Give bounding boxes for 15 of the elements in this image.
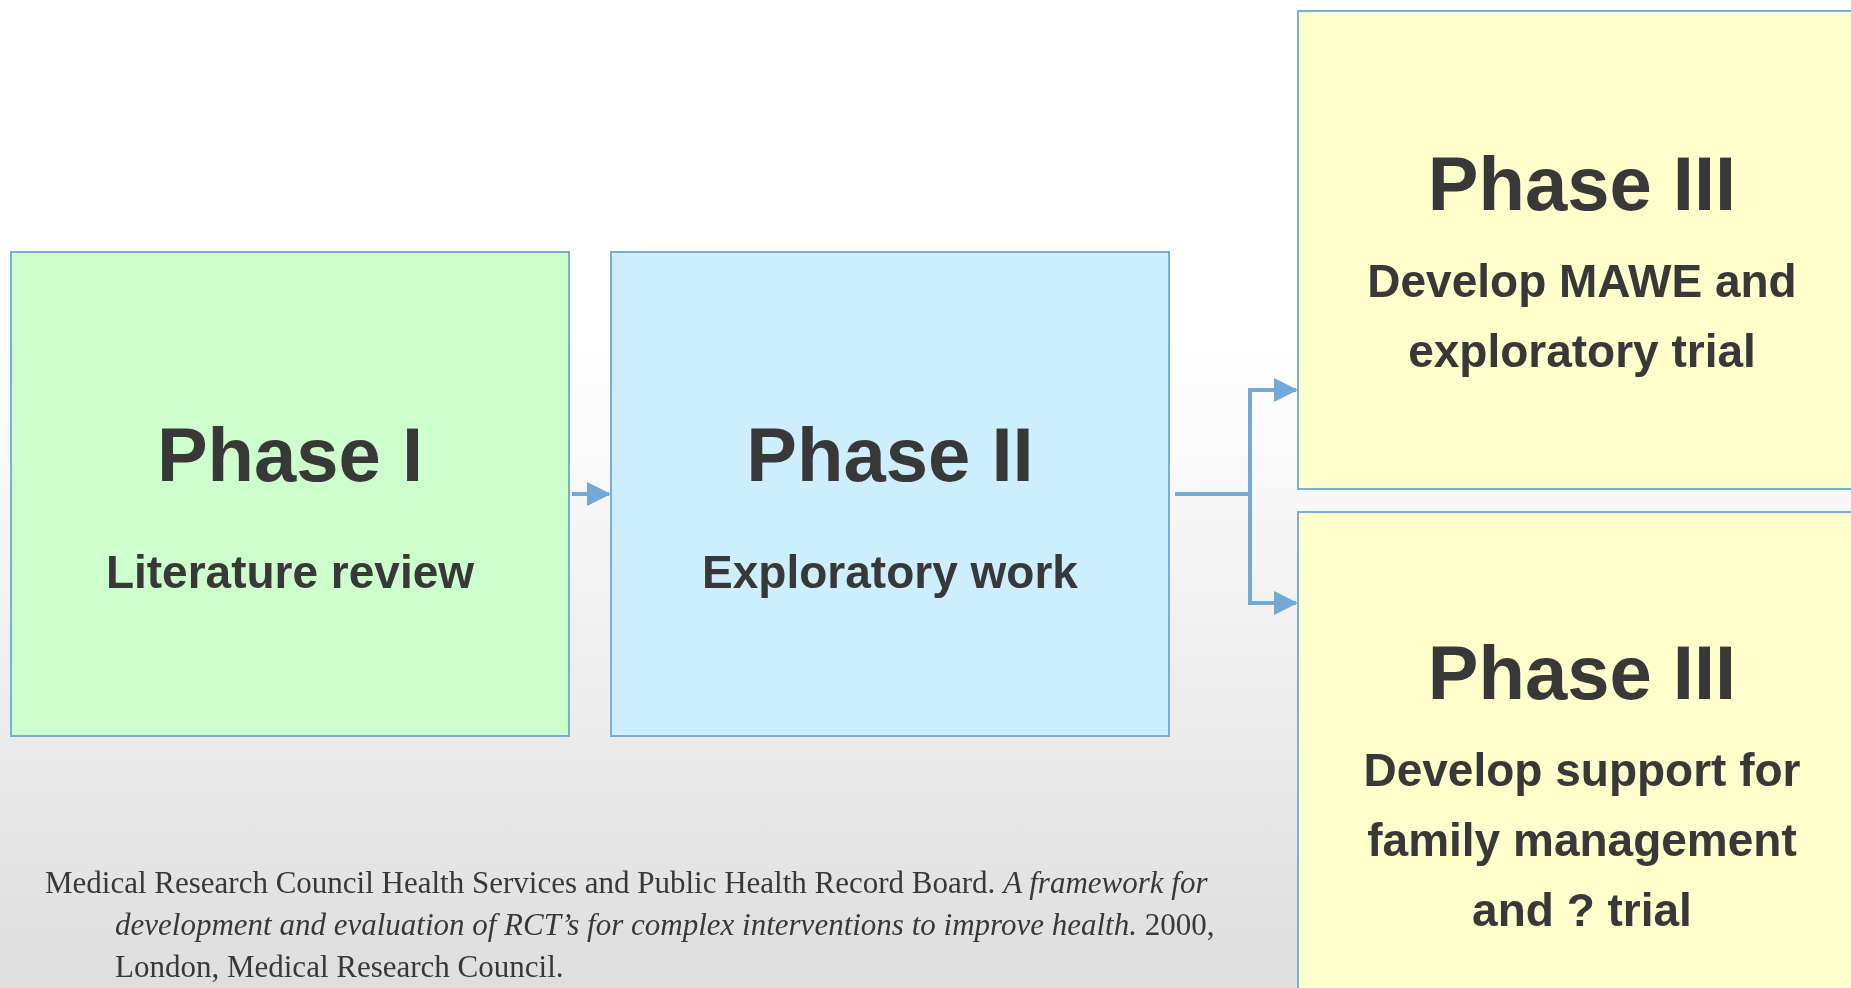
phase-title: Phase II xyxy=(746,413,1034,497)
phase-box xyxy=(1297,511,1851,988)
phase-title: Phase I xyxy=(156,413,424,497)
phase-description: Literature review xyxy=(104,544,476,600)
arrow xyxy=(1175,492,1298,615)
phase-box xyxy=(10,251,570,737)
phase-description: Develop support for family management and ? trial xyxy=(1362,742,1802,938)
phase-box xyxy=(610,251,1170,737)
phase-title: Phase III xyxy=(1427,631,1737,715)
phase-description: Develop MAWE and exploratory trial xyxy=(1366,253,1798,379)
phase-description: Exploratory work xyxy=(701,544,1079,600)
citation-text: Medical Research Council Health Services and Public Health Record Board. A framework for development and evaluation of RCT’s for complex interventions to improve health. 2000, London, Medical Research Council. xyxy=(45,864,1216,986)
phase-box xyxy=(1297,10,1851,490)
arrow xyxy=(572,482,611,506)
phase-title: Phase III xyxy=(1427,142,1737,226)
